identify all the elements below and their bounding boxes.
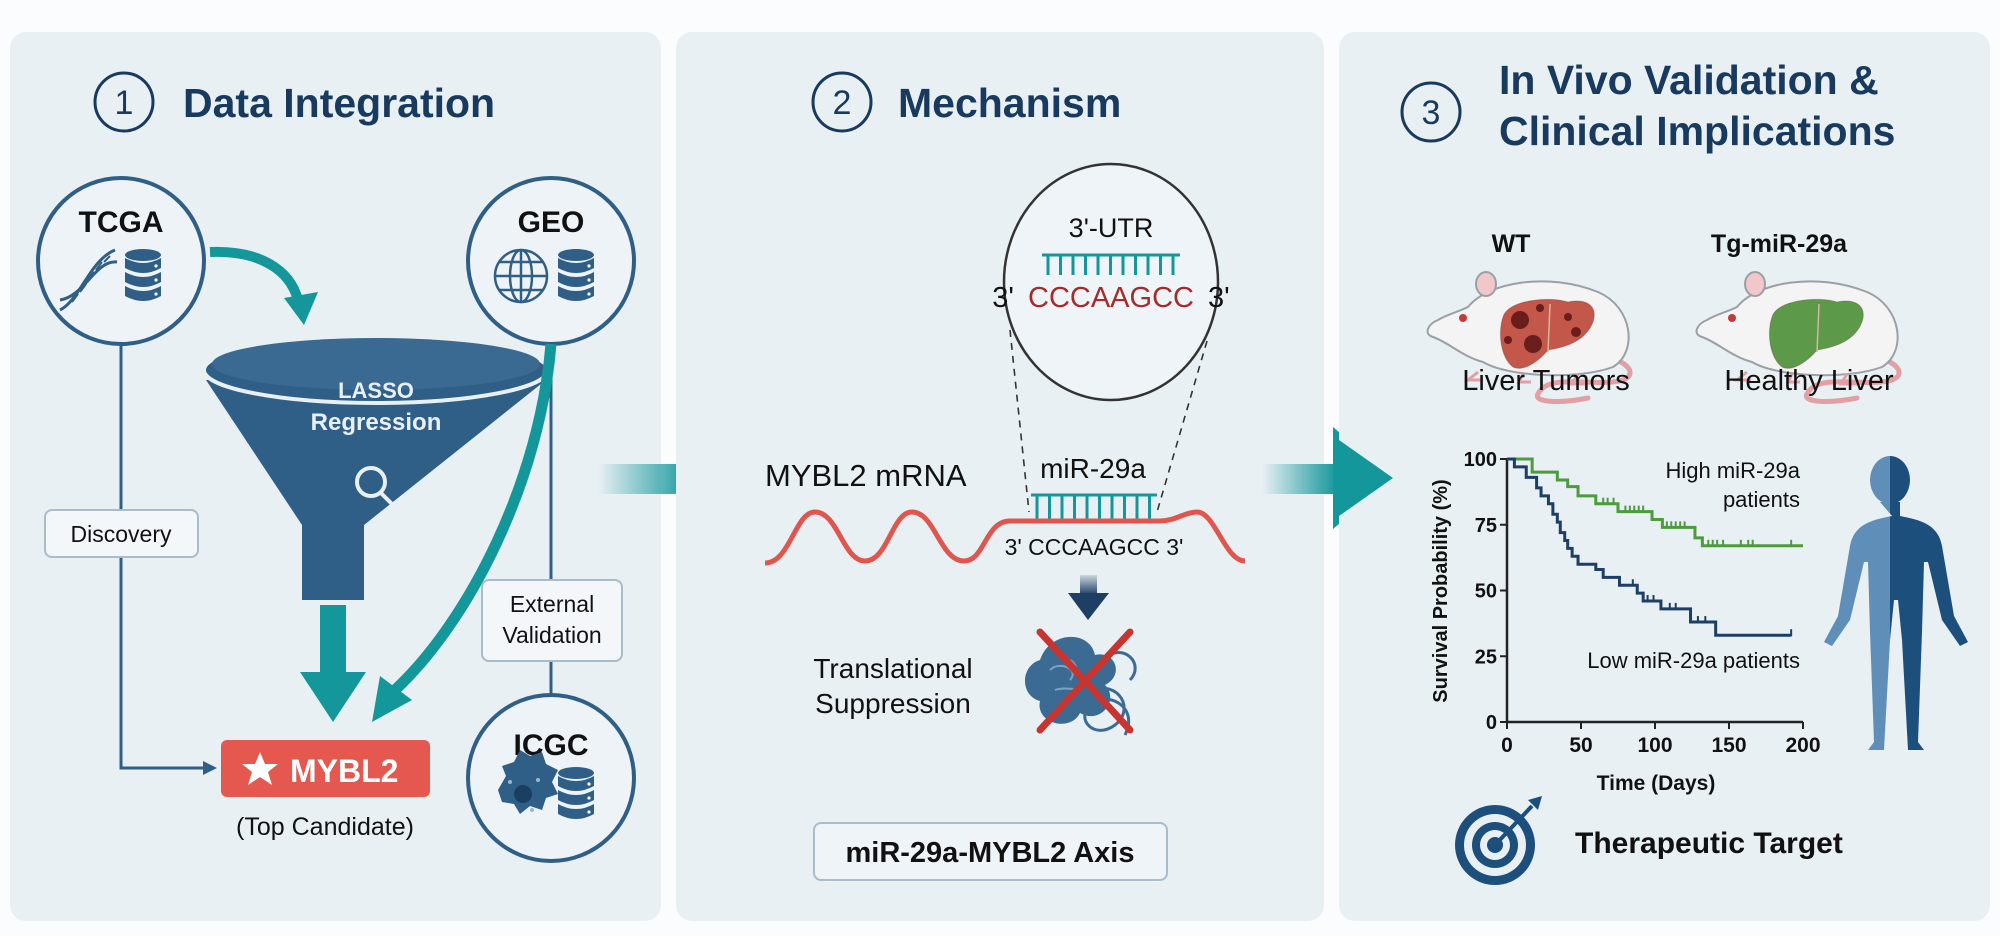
source-label: GEO bbox=[518, 206, 585, 239]
y-tick-label: 100 bbox=[1464, 449, 1497, 471]
discovery-label: Discovery bbox=[71, 521, 172, 547]
axis-label-box bbox=[813, 822, 1168, 881]
step-number: 1 bbox=[115, 84, 134, 122]
panel-mechanism: 2 Mechanism 3'-UTR 3' CCCAAGCC 3' MYBL2 … bbox=[676, 32, 1324, 921]
x-tick-label: 50 bbox=[1569, 734, 1592, 757]
source-tcga: TCGA bbox=[36, 176, 206, 346]
low-mir29a-curve bbox=[1507, 457, 1792, 637]
outcome-label-1: Translational bbox=[813, 653, 972, 684]
mouse-icon bbox=[1426, 271, 1633, 404]
mouse-icon bbox=[1695, 271, 1902, 404]
step-number-circle bbox=[93, 71, 155, 133]
series-label-high-2: patients bbox=[1723, 487, 1800, 512]
cell-icon bbox=[498, 750, 558, 814]
candidate-caption: (Top Candidate) bbox=[236, 813, 414, 841]
funnel-label-2: Regression bbox=[311, 409, 442, 436]
panel-data-integration: 1 Data Integration TCGA GEO bbox=[10, 32, 661, 921]
tcga-to-funnel-arrow bbox=[209, 246, 303, 302]
funnel-to-candidate-arrow bbox=[300, 605, 366, 722]
globe-icon bbox=[493, 248, 549, 304]
external-validation-label-1: External bbox=[510, 591, 594, 617]
star-icon bbox=[242, 752, 278, 785]
panel-title-line-1: In Vivo Validation & bbox=[1499, 57, 1879, 103]
survival-chart: Time (Days) Survival Probability (%) Hig… bbox=[1430, 449, 1821, 795]
panel-background bbox=[1339, 32, 1990, 921]
binding-sequence: 3' CCCAAGCC 3' bbox=[1005, 534, 1184, 560]
step-number: 2 bbox=[833, 84, 852, 122]
target-label: Therapeutic Target bbox=[1575, 827, 1843, 860]
suppression-arrowhead bbox=[1068, 593, 1109, 620]
arrowhead bbox=[203, 761, 217, 775]
x-tick-label: 100 bbox=[1637, 734, 1672, 757]
mirna-label: miR-29a bbox=[1040, 453, 1146, 484]
y-tick-label: 0 bbox=[1486, 712, 1497, 734]
x-tick-label: 200 bbox=[1785, 734, 1820, 757]
utr-prefix: 3' bbox=[992, 282, 1014, 314]
series-label-high-1: High miR-29a bbox=[1666, 458, 1801, 483]
panel-title: Mechanism bbox=[898, 80, 1121, 126]
step-number: 3 bbox=[1422, 94, 1441, 132]
panel-title: Data Integration bbox=[183, 80, 495, 126]
lasso-funnel: LASSO Regression bbox=[202, 335, 550, 600]
series-label-low: Low miR-29a patients bbox=[1587, 648, 1800, 673]
discovery-connector bbox=[119, 344, 205, 770]
x-tick-label: 0 bbox=[1501, 734, 1513, 757]
mirna-comb bbox=[1031, 493, 1157, 519]
y-tick-label: 50 bbox=[1475, 581, 1497, 603]
y-axis-label: Survival Probability (%) bbox=[1430, 479, 1452, 702]
source-circle bbox=[36, 176, 206, 346]
mouse-caption-tg: Healthy Liver bbox=[1724, 365, 1894, 397]
source-geo: GEO bbox=[466, 176, 636, 346]
zoom-dash-left bbox=[1009, 329, 1030, 513]
panel-validation: 3 In Vivo Validation & Clinical Implicat… bbox=[1339, 32, 1990, 921]
panel-title-line-2: Clinical Implications bbox=[1499, 108, 1895, 154]
mouse-label-tg: Tg-miR-29a bbox=[1711, 230, 1848, 258]
outcome-label-2: Suppression bbox=[815, 688, 971, 719]
dna-icon bbox=[59, 248, 118, 312]
x-axis-label: Time (Days) bbox=[1597, 772, 1716, 795]
cross-icon bbox=[1036, 628, 1134, 734]
utr-sequence: CCCAAGCC bbox=[1028, 282, 1194, 314]
magnifier-icon bbox=[355, 466, 398, 510]
source-circle bbox=[466, 176, 636, 346]
discovery-label-box bbox=[44, 509, 199, 558]
arrowhead bbox=[284, 292, 318, 325]
x-tick-label: 150 bbox=[1711, 734, 1746, 757]
arrowhead bbox=[372, 676, 412, 722]
external-validation-label-2: Validation bbox=[502, 622, 601, 648]
zoom-dash-right bbox=[1156, 340, 1208, 513]
axis-label: miR-29a-MYBL2 Axis bbox=[845, 837, 1134, 869]
source-label: TCGA bbox=[79, 206, 164, 239]
step-number-circle bbox=[1400, 81, 1462, 143]
target-icon bbox=[1455, 796, 1542, 885]
mrna-strand bbox=[764, 509, 1246, 566]
zoom-callout-circle bbox=[1002, 162, 1220, 402]
candidate-badge: MYBL2 bbox=[221, 740, 430, 797]
y-tick-label: 25 bbox=[1475, 646, 1497, 668]
candidate-label: MYBL2 bbox=[290, 753, 398, 789]
suppression-arrow-shaft bbox=[1080, 575, 1097, 595]
utr-comb bbox=[1042, 253, 1180, 275]
mrna-label: MYBL2 mRNA bbox=[765, 458, 967, 493]
step-number-circle bbox=[811, 71, 873, 133]
utr-suffix: 3' bbox=[1208, 282, 1230, 314]
external-validation-label-box bbox=[481, 579, 623, 662]
funnel-label-1: LASSO bbox=[338, 378, 414, 403]
mouse-caption-wt: Liver Tumors bbox=[1462, 365, 1630, 397]
y-tick-label: 75 bbox=[1475, 515, 1497, 537]
mouse-label-wt: WT bbox=[1492, 230, 1531, 258]
source-icgc: ICGC bbox=[466, 693, 636, 863]
utr-sequence-line: 3' CCCAAGCC 3' bbox=[992, 282, 1229, 314]
utr-label: 3'-UTR bbox=[1069, 213, 1154, 243]
geo-to-candidate-arrow bbox=[391, 343, 557, 695]
arrow-tip-overlay bbox=[1339, 440, 1393, 516]
